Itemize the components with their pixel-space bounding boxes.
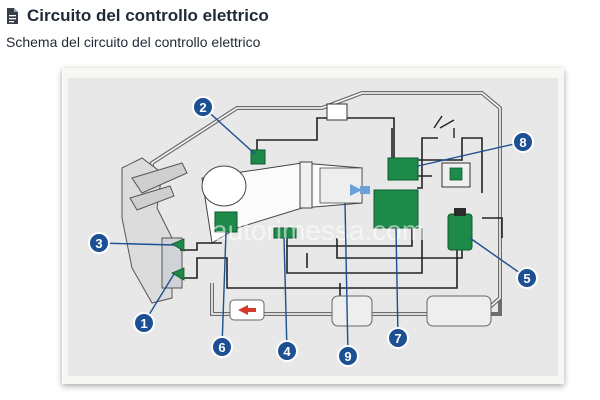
- document-icon: [7, 8, 18, 24]
- svg-text:7: 7: [394, 331, 401, 346]
- svg-text:2: 2: [199, 100, 206, 115]
- component-5-coil: [447, 213, 473, 251]
- watermark: autorimessa.com: [212, 215, 425, 246]
- canister: [229, 295, 492, 327]
- component-4: [273, 227, 297, 239]
- svg-text:8: 8: [519, 135, 526, 150]
- callout-5[interactable]: 5: [516, 267, 538, 289]
- circuit-diagram-figure[interactable]: autorimessa.com 2 3 1: [62, 68, 564, 384]
- callout-6[interactable]: 6: [211, 336, 233, 358]
- callout-9[interactable]: 9: [337, 345, 359, 367]
- svg-text:4: 4: [283, 344, 291, 359]
- relay-switch: [433, 115, 455, 138]
- component-7-control-unit: [373, 189, 419, 229]
- components: [171, 149, 473, 281]
- svg-text:5: 5: [523, 271, 530, 286]
- callouts: 2 3 1 6 4 9 7: [88, 96, 538, 367]
- intake-manifold: [201, 161, 363, 244]
- svg-text:9: 9: [344, 349, 351, 364]
- component-5-cap: [454, 208, 466, 216]
- callout-7[interactable]: 7: [387, 327, 409, 349]
- fuse-box: [326, 103, 348, 121]
- page-subtitle: Schema del circuito del controllo elettr…: [6, 34, 261, 50]
- callout-3[interactable]: 3: [88, 232, 110, 254]
- component-8: [387, 157, 419, 181]
- svg-text:6: 6: [218, 340, 225, 355]
- airflow-arrow: [350, 184, 370, 196]
- component-3: [171, 238, 185, 252]
- grille: [441, 162, 471, 188]
- svg-text:1: 1: [140, 316, 147, 331]
- callout-8[interactable]: 8: [512, 131, 534, 153]
- circuit-diagram: autorimessa.com 2 3 1: [68, 78, 558, 376]
- callout-4[interactable]: 4: [276, 340, 298, 362]
- callout-1[interactable]: 1: [133, 312, 155, 334]
- callout-2[interactable]: 2: [192, 96, 214, 118]
- page-title: Circuito del controllo elettrico: [27, 6, 269, 25]
- air-hoses-highlight: [151, 92, 501, 315]
- component-1: [171, 267, 185, 281]
- header: Circuito del controllo elettrico: [6, 4, 269, 28]
- svg-text:3: 3: [95, 236, 102, 251]
